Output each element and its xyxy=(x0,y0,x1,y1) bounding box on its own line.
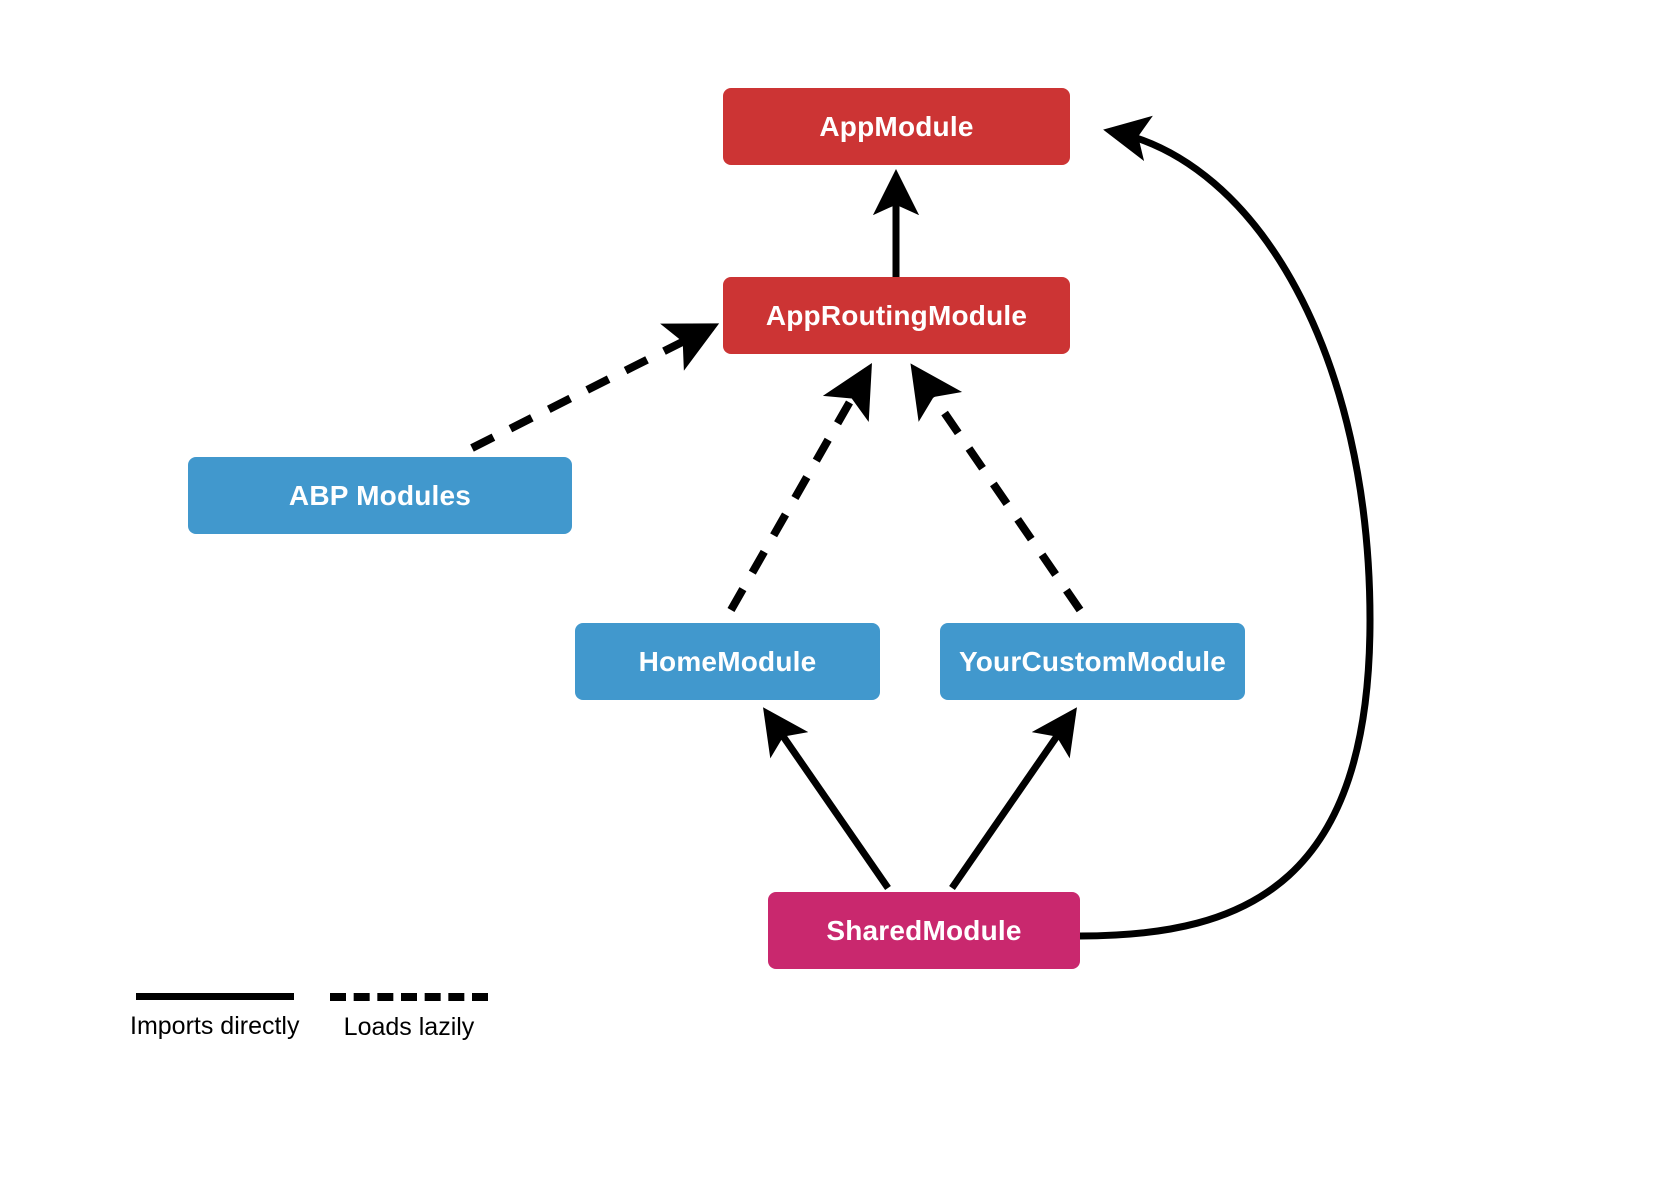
node-abp-modules[interactable]: ABP Modules xyxy=(188,457,572,534)
node-app-routing-module[interactable]: AppRoutingModule xyxy=(723,277,1070,354)
node-label-app-routing-module: AppRoutingModule xyxy=(765,299,1028,331)
legend-item-imports-directly: Imports directly xyxy=(130,993,299,1039)
edge-shared-module-to-your-custom-module xyxy=(949,707,1077,890)
legend-solid-line-icon xyxy=(135,993,294,1000)
node-shared-module[interactable]: SharedModule xyxy=(768,892,1080,969)
edge-your-custom-module-to-app-routing xyxy=(910,363,1084,613)
node-label-home-module: HomeModule xyxy=(638,645,817,677)
edge-home-module-to-app-routing xyxy=(727,363,872,612)
node-label-your-custom-module: YourCustomModule xyxy=(958,645,1227,677)
legend-label-loads-lazily: Loads lazily xyxy=(343,1013,475,1041)
node-label-abp-modules: ABP Modules xyxy=(288,479,472,511)
node-home-module[interactable]: HomeModule xyxy=(575,623,880,700)
edge-shared-module-to-app-module xyxy=(1079,115,1374,940)
edge-shared-module-to-home-module xyxy=(763,707,891,890)
legend-dashed-line-icon xyxy=(330,993,488,1001)
node-app-module[interactable]: AppModule xyxy=(723,88,1070,165)
node-your-custom-module[interactable]: YourCustomModule xyxy=(940,623,1245,700)
edge-abp-modules-to-app-routing xyxy=(470,323,720,452)
legend-item-loads-lazily: Loads lazily xyxy=(330,993,488,1040)
node-label-app-module: AppModule xyxy=(819,110,974,142)
legend-label-imports-directly: Imports directly xyxy=(130,1012,300,1040)
node-label-shared-module: SharedModule xyxy=(826,914,1022,946)
